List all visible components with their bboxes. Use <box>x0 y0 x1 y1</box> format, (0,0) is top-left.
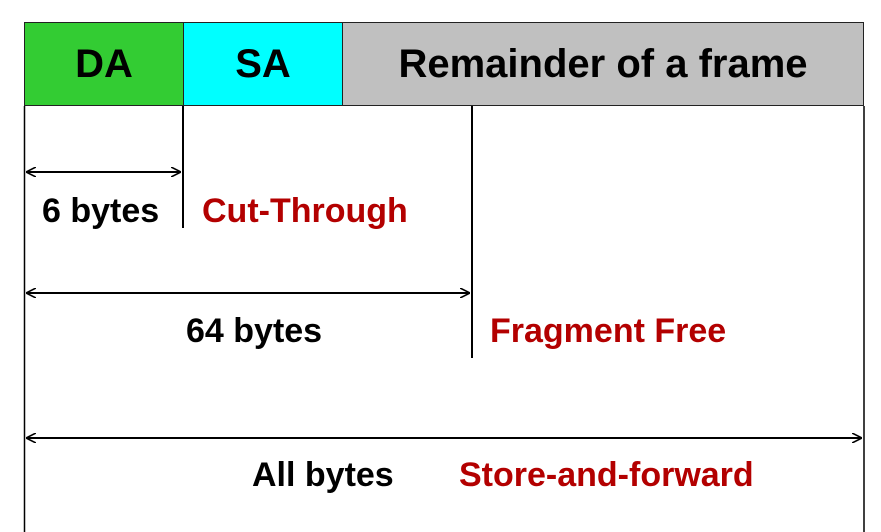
mode-label-cut-through: Cut-Through <box>202 192 408 230</box>
mode-label-fragment-free: Fragment Free <box>490 312 727 350</box>
size-label-6-bytes: 6 bytes <box>42 192 160 230</box>
size-label-64-bytes: 64 bytes <box>186 312 323 350</box>
field-destination-address: DA <box>25 23 184 105</box>
field-source-address: SA <box>184 23 343 105</box>
mode-label-store-and-forward: Store-and-forward <box>459 456 754 494</box>
ethernet-frame-bar: DA SA Remainder of a frame <box>24 22 864 106</box>
size-label-all-bytes: All bytes <box>252 456 394 494</box>
field-remainder: Remainder of a frame <box>343 23 863 105</box>
